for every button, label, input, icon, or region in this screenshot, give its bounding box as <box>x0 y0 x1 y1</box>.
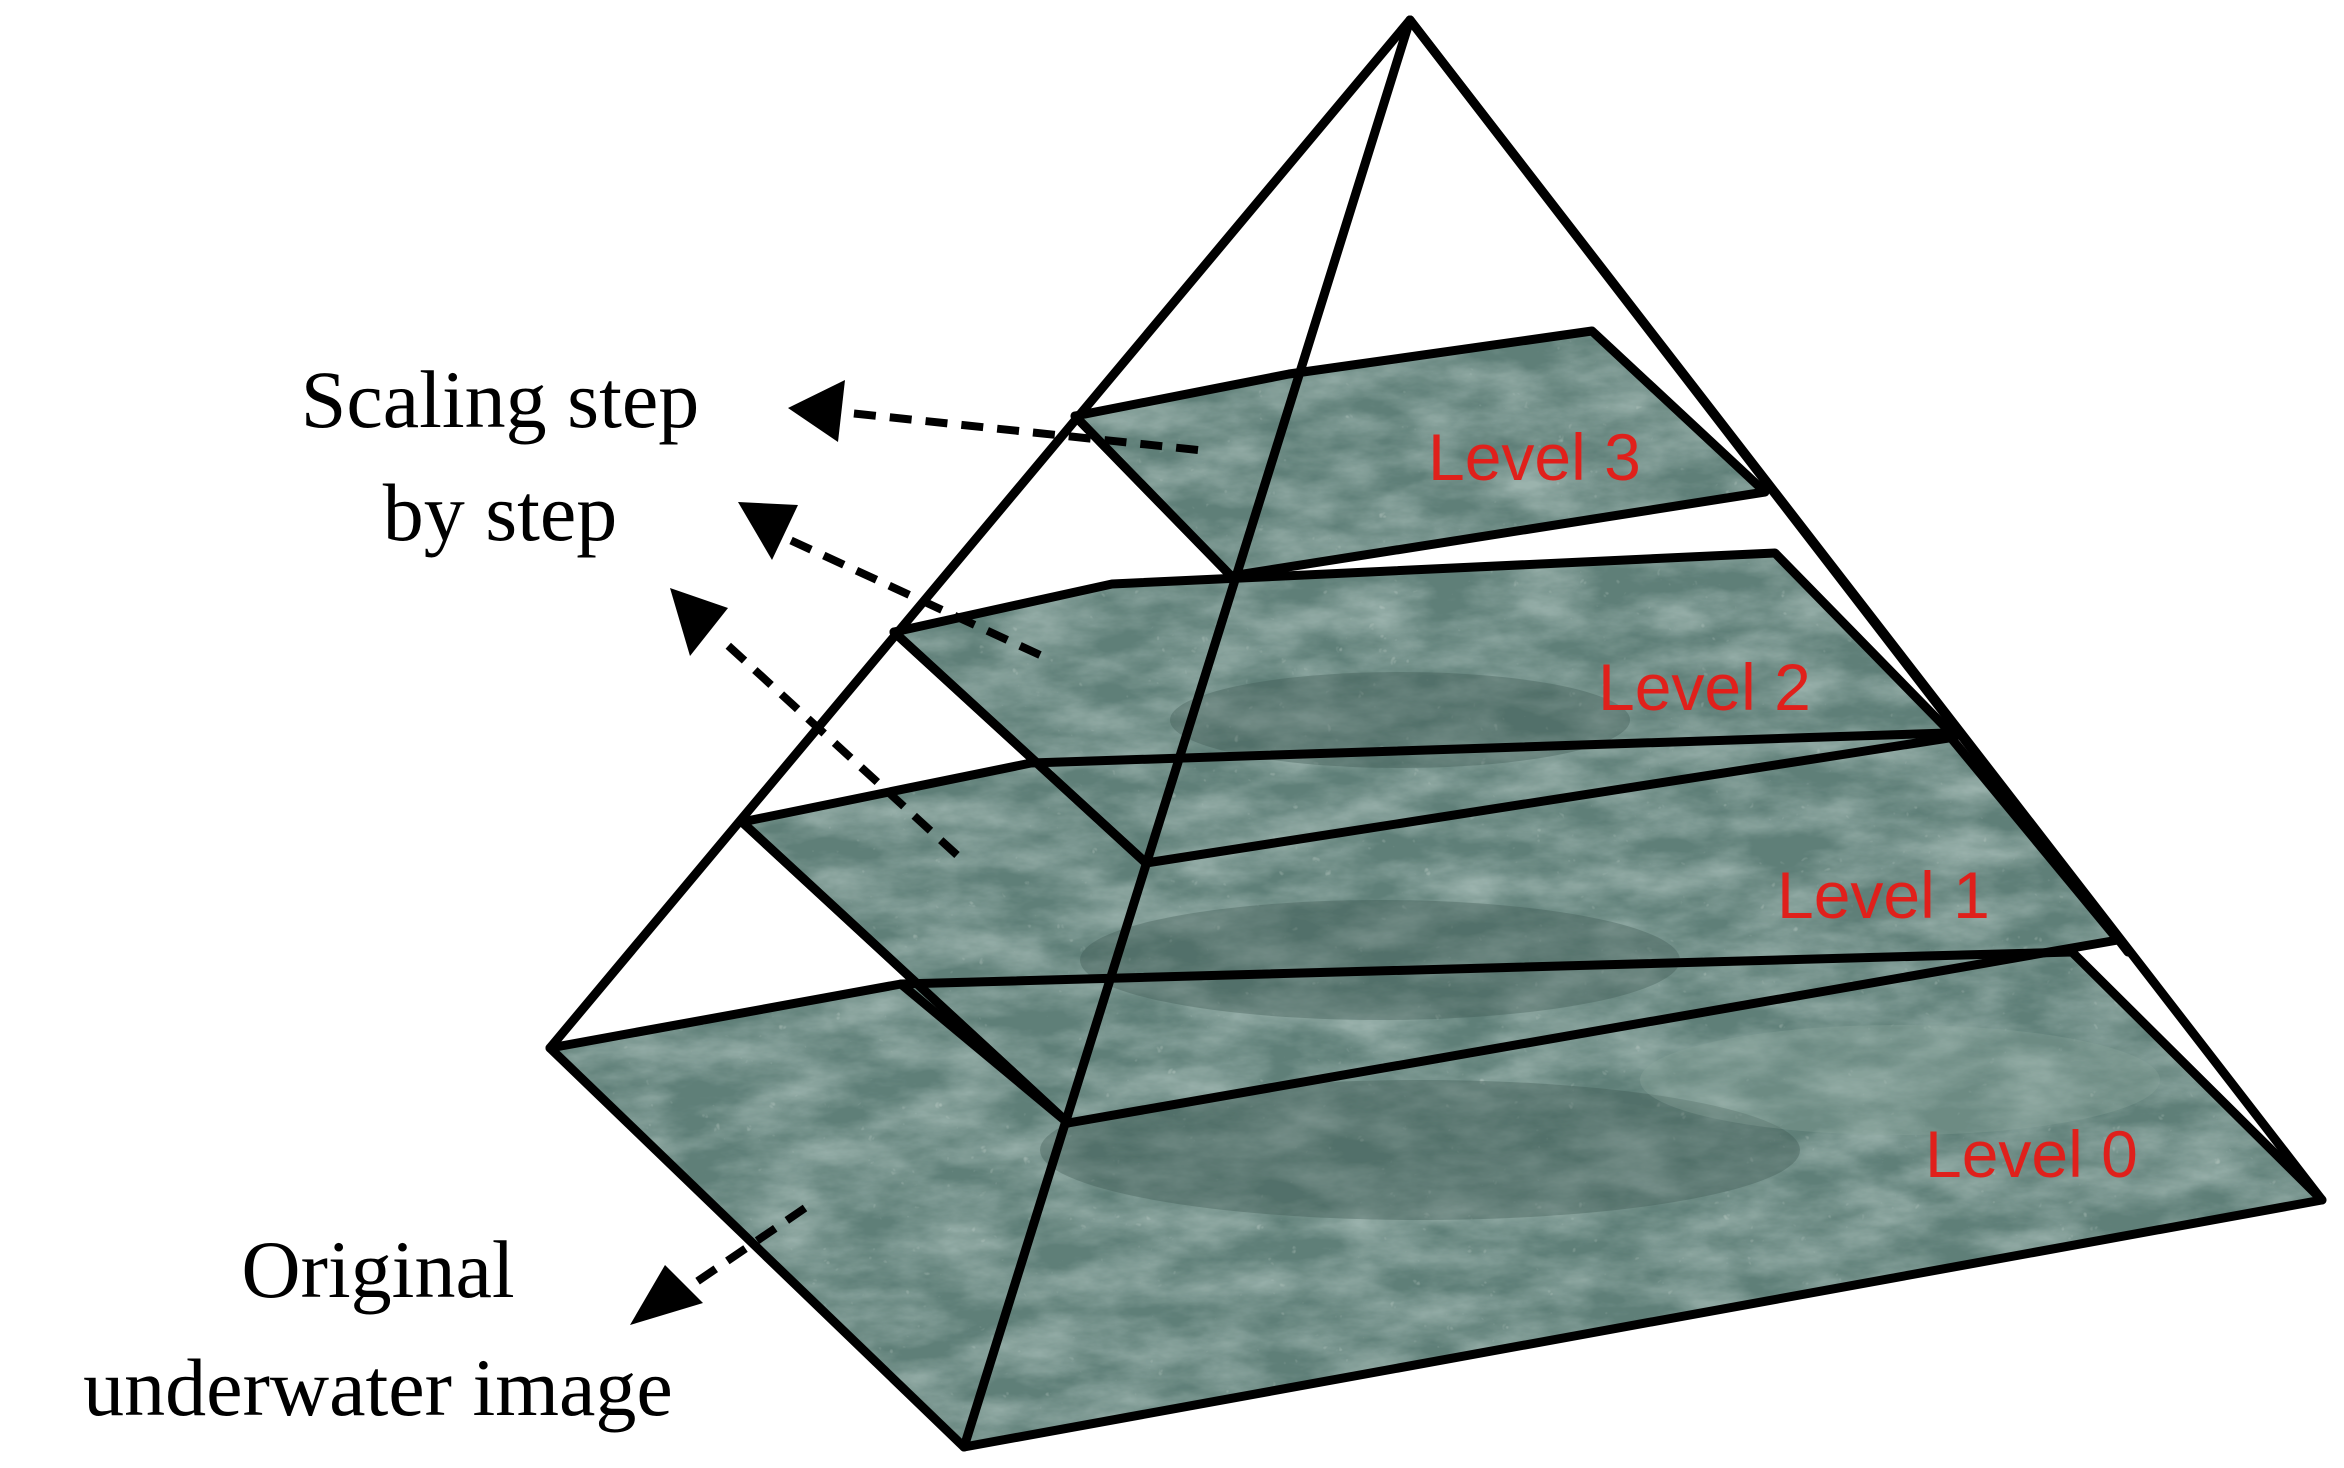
level-1-left-diagonal <box>737 817 1073 1128</box>
level-0-label: Level 0 <box>1925 1117 2138 1191</box>
edge-apex-front-left <box>545 15 1415 1053</box>
level-3-label: Level 3 <box>1428 420 1641 494</box>
arrow-heads <box>630 380 845 1325</box>
edge-apex-back-right <box>1405 15 2133 957</box>
arrow-head-level-3 <box>788 380 845 442</box>
dashed-arrows <box>689 408 1199 1289</box>
level-0-outline <box>545 947 2327 1452</box>
level-1-label: Level 1 <box>1777 858 1990 932</box>
arrow-level-0 <box>689 1204 808 1289</box>
original-text-line1: Original <box>241 1224 514 1315</box>
arrow-level-1 <box>719 637 960 858</box>
level-3-left-diagonal <box>1070 411 1236 581</box>
scaling-text-line2: by step <box>383 467 618 558</box>
original-text-line2: underwater image <box>83 1342 673 1433</box>
arrow-head-level-1 <box>670 588 728 656</box>
arrow-head-level-0 <box>630 1265 703 1325</box>
arrow-level-3 <box>839 408 1199 454</box>
pyramid-outline <box>545 15 2327 1452</box>
level-2-left-diagonal <box>889 627 1151 868</box>
scaling-text-line1: Scaling step <box>301 354 700 445</box>
edge-apex-front <box>959 15 1415 1452</box>
arrow-level-2 <box>788 536 1042 659</box>
arrow-head-level-2 <box>738 502 798 560</box>
level-2-label: Level 2 <box>1598 650 1811 724</box>
